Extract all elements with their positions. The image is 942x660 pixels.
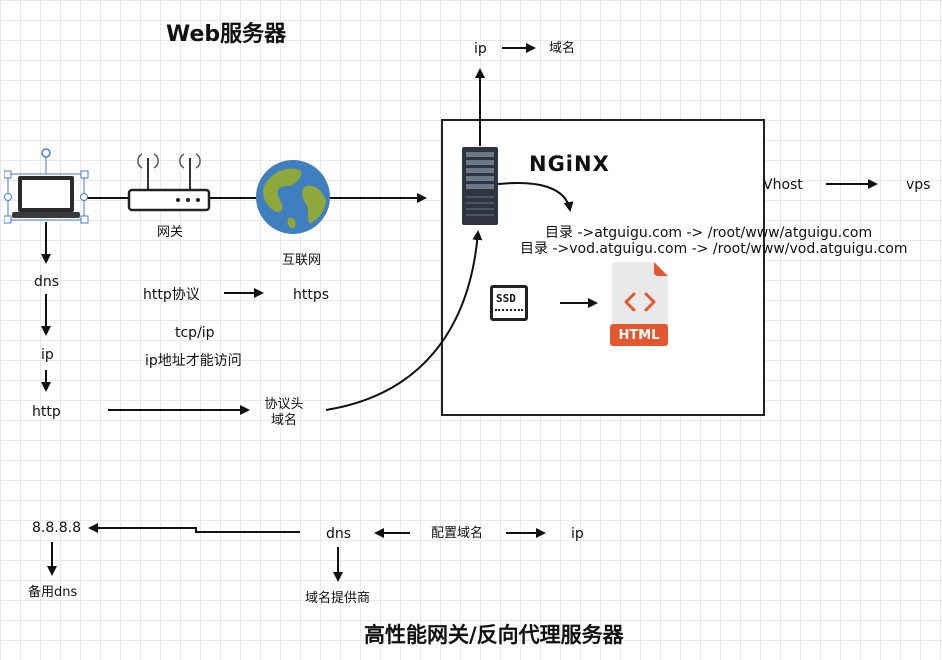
- globe-icon: [256, 160, 330, 234]
- vhost-label: Vhost: [763, 177, 803, 193]
- internet-label: 互联网: [282, 253, 322, 268]
- bottom-dns-label: dns: [326, 526, 352, 542]
- dns-label: dns: [34, 274, 60, 290]
- domain-provider-label: 域名提供商: [305, 591, 371, 606]
- vps-label: vps: [906, 177, 931, 193]
- bottom-ip-label: ip: [571, 526, 584, 542]
- router-icon: [127, 153, 211, 212]
- dir-mapping-atguigu: 目录 ->atguigu.com -> /root/www/atguigu.co…: [545, 225, 873, 241]
- config-domain-label: 配置域名: [431, 526, 484, 541]
- http-label: http: [32, 404, 61, 420]
- http-protocol-label: http协议: [143, 287, 200, 303]
- https-label: https: [293, 287, 330, 303]
- header-label-line2: 域名: [270, 413, 297, 428]
- html-file-label: HTML: [618, 328, 660, 343]
- backup-dns-label: 备用dns: [28, 585, 78, 600]
- google-dns-label: 8.8.8.8: [32, 520, 81, 536]
- title-web-server: Web服务器: [166, 22, 287, 47]
- ip-label: ip: [41, 347, 54, 363]
- nginx-logo: NGiNX: [529, 152, 610, 176]
- gateway-label: 网关: [157, 225, 184, 240]
- ssd-icon: SSD: [490, 285, 528, 321]
- ip-access-note: ip地址才能访问: [145, 353, 242, 369]
- top-ip-label: ip: [474, 41, 487, 57]
- curve-server-nginx: [497, 182, 574, 212]
- dir-mapping-vod: 目录 ->vod.atguigu.com -> /root/www/vod.at…: [520, 241, 908, 257]
- laptop-icon[interactable]: [4, 146, 92, 226]
- ssd-icon-label: SSD: [496, 292, 516, 305]
- arrow-dns-to-8888: [88, 523, 300, 533]
- tcp-ip-label: tcp/ip: [175, 325, 215, 341]
- curve-header-server: [325, 230, 483, 411]
- server-rack-icon: [462, 147, 498, 225]
- header-label-line1: 协议头: [264, 397, 304, 412]
- top-domain-label: 域名: [549, 41, 576, 56]
- title-gateway-proxy: 高性能网关/反向代理服务器: [364, 623, 624, 647]
- html-file-icon: [610, 262, 668, 346]
